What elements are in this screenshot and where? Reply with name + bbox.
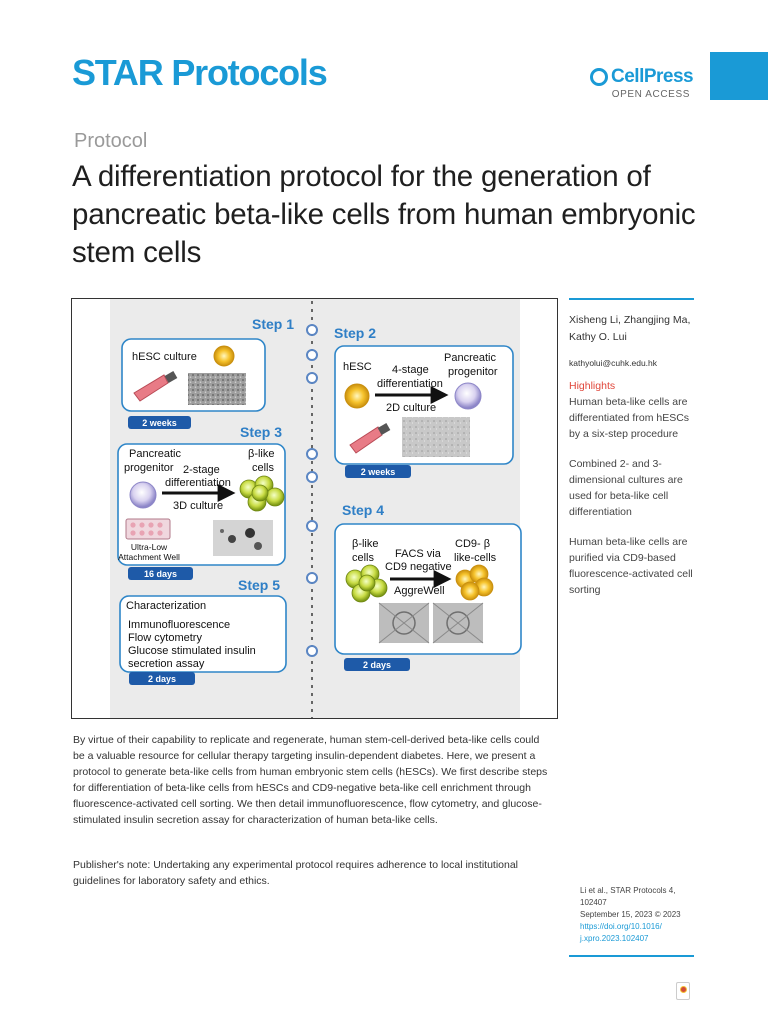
step5-item: Flow cytometry	[128, 632, 202, 644]
step3-process-line2: differentiation	[165, 477, 231, 489]
step3-duration-tab	[128, 567, 193, 580]
step4-duration-tab	[344, 658, 410, 671]
step4-from-line2: cells	[352, 552, 375, 564]
step5-title: Characterization	[126, 600, 206, 612]
cluster-icon	[239, 475, 285, 512]
citation-ref-line1: Li et al., STAR Protocols 4,	[580, 886, 676, 895]
doi-link-line1[interactable]: https://doi.org/10.1016/	[580, 922, 662, 931]
step3-process-line1: 2-stage	[183, 464, 220, 476]
step5-item: secretion assay	[128, 658, 205, 670]
progenitor-cell-icon	[454, 382, 482, 410]
step5-label: Step 5	[238, 577, 280, 593]
step2-culture: 2D culture	[386, 402, 436, 414]
step2-duration: 2 weeks	[361, 467, 396, 477]
publisher-name: CellPress	[611, 66, 694, 87]
article-title: A differentiation protocol for the gener…	[72, 160, 696, 269]
step4-process-line1: FACS via	[395, 548, 442, 560]
step1-micrograph	[188, 373, 246, 405]
step2-to-line1: Pancreatic	[444, 352, 496, 364]
step1-text: hESC culture	[132, 351, 197, 363]
hesc-cell-icon	[213, 345, 235, 367]
graphical-abstract: Step 1 hESC culture 2 weeks Step 2 hESC …	[71, 298, 558, 719]
step4-from-line1: β-like	[352, 538, 379, 550]
cellpress-logo-icon	[590, 68, 608, 86]
highlight-item: Human beta-like cells are differentiated…	[569, 396, 690, 440]
step2-duration-tab	[345, 465, 411, 478]
step4-duration: 2 days	[363, 660, 391, 670]
step2-hesc-cell-icon	[344, 383, 370, 409]
yellow-cluster-icon	[455, 564, 494, 601]
step5-item: Glucose stimulated insulin	[128, 645, 256, 657]
corresponding-email[interactable]: kathyolui@cuhk.edu.hk	[569, 358, 658, 368]
step5-item: Immunofluorescence	[128, 619, 230, 631]
step2-to-line2: progenitor	[448, 366, 498, 378]
flask-icon	[133, 371, 178, 402]
citation-date: September 15, 2023 © 2023	[580, 910, 681, 919]
step3-well-line2: Attachment Well	[118, 552, 180, 562]
well-plate-icon	[125, 518, 171, 540]
step5-duration-tab	[129, 672, 195, 685]
article-type: Protocol	[74, 130, 148, 152]
step2-label: Step 2	[334, 325, 376, 341]
step3-from-line1: Pancreatic	[129, 448, 181, 460]
step3-to-line1: β-like	[248, 448, 275, 460]
figure-diagram: Step 1 hESC culture 2 weeks Step 2 hESC …	[117, 301, 522, 718]
step4-to-line1: CD9- β	[455, 538, 490, 550]
step4-micrograph	[378, 602, 484, 644]
step2-process-line2: differentiation	[377, 378, 443, 390]
cellpress-logo[interactable]: CellPress OPEN ACCESS	[590, 66, 700, 100]
step2-micrograph	[402, 417, 470, 457]
sidebar: Xisheng Li, Zhangjing Ma, Kathy O. Lui k…	[569, 298, 694, 598]
authors: Xisheng Li, Zhangjing Ma, Kathy O. Lui	[569, 314, 691, 343]
publisher-note: Publisher's note: Undertaking any experi…	[73, 859, 519, 887]
step3-micrograph	[213, 520, 273, 556]
timeline-nodes	[306, 324, 318, 657]
abstract: By virtue of their capability to replica…	[73, 734, 548, 826]
citation-ref-line2: 102407	[580, 898, 607, 907]
step3-duration: 16 days	[144, 569, 177, 579]
corner-accent-block	[710, 52, 768, 100]
step3-well-line1: Ultra-Low	[131, 542, 168, 552]
step4-cluster-icon	[345, 564, 388, 603]
step3-culture: 3D culture	[173, 500, 223, 512]
highlight-item: Human beta-like cells are purified via C…	[569, 536, 693, 596]
step3-to-line2: cells	[252, 462, 275, 474]
citation-block: Li et al., STAR Protocols 4, 102407 Sept…	[580, 885, 690, 945]
check-for-updates-icon[interactable]	[676, 982, 690, 1000]
highlights-heading: Highlights	[569, 380, 616, 392]
open-access-label: OPEN ACCESS	[611, 89, 690, 100]
step1-label: Step 1	[252, 316, 294, 332]
step2-process-line1: 4-stage	[392, 364, 429, 376]
step1-duration: 2 weeks	[142, 418, 177, 428]
step3-label: Step 3	[240, 424, 282, 440]
citation-divider	[569, 955, 694, 957]
step4-label: Step 4	[342, 502, 384, 518]
step3-progenitor-cell-icon	[129, 481, 157, 509]
step4-to-line2: like-cells	[454, 552, 497, 564]
step5-panel	[119, 595, 287, 673]
step3-from-line2: progenitor	[124, 462, 174, 474]
step4-process-line2: CD9 negative	[385, 561, 452, 573]
step2-from: hESC	[343, 361, 372, 373]
doi-link-line2[interactable]: j.xpro.2023.102407	[580, 934, 649, 943]
highlight-item: Combined 2- and 3-dimensional cultures a…	[569, 458, 683, 518]
journal-title: STAR Protocols	[72, 52, 328, 93]
step4-well: AggreWell	[394, 585, 445, 597]
step2-flask-icon	[349, 423, 391, 454]
step1-duration-tab	[128, 416, 191, 429]
step5-duration: 2 days	[148, 674, 176, 684]
